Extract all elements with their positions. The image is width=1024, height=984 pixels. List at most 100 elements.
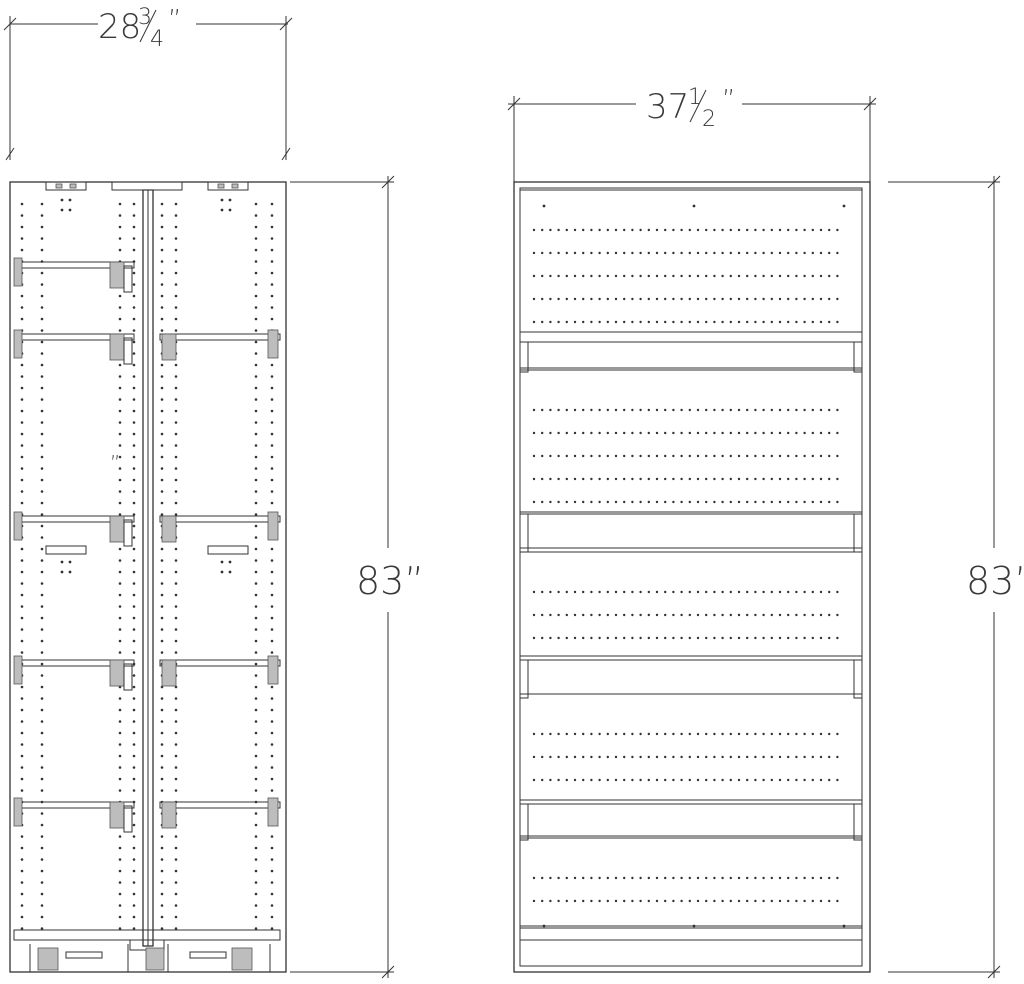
panel-hole: [836, 876, 839, 880]
hole-dot: [68, 560, 72, 564]
panel-hole: [647, 431, 650, 435]
panel-hole: [811, 274, 814, 278]
hole-dot: [270, 317, 274, 321]
panel-hole: [606, 876, 609, 880]
panel-hole: [582, 251, 585, 255]
panel-hole: [721, 408, 724, 412]
hole-dot: [132, 536, 136, 539]
panel-hole: [787, 899, 790, 903]
panel-hole: [647, 613, 650, 617]
hole-dot: [174, 478, 178, 482]
panel-hole: [737, 274, 741, 278]
hole-dot: [118, 202, 122, 206]
rail-bracket: [853, 659, 863, 699]
panel-hole: [778, 590, 782, 594]
panel-hole: [819, 431, 823, 435]
panel-hole: [721, 636, 724, 640]
panel-hole: [655, 500, 659, 504]
hole-dot: [20, 559, 24, 562]
hole-dot: [20, 731, 24, 735]
hole-dot: [40, 329, 44, 332]
panel-hole: [705, 899, 708, 903]
panel-hole: [532, 431, 536, 435]
panel-hole: [672, 431, 675, 435]
panel-hole: [647, 274, 650, 278]
hole-dot: [118, 927, 122, 930]
panel-hole: [729, 778, 732, 782]
panel-hole: [557, 228, 560, 232]
panel-hole: [787, 477, 790, 481]
panel-hole: [639, 636, 642, 640]
hole-dot: [270, 593, 274, 597]
panel-hole: [803, 274, 806, 278]
panel-hole: [696, 320, 700, 324]
panel-hole: [557, 320, 560, 324]
panel-hole: [532, 228, 536, 232]
panel-hole: [688, 431, 691, 435]
hole-dot: [174, 708, 178, 712]
hole-dot: [132, 283, 136, 286]
hole-dot: [254, 835, 258, 838]
panel-hole: [680, 590, 683, 594]
panel-hole: [606, 320, 609, 324]
hole-dot: [118, 375, 122, 378]
panel-hole: [582, 320, 585, 324]
panel-hole: [639, 613, 642, 617]
shelf-bracket: [109, 801, 125, 829]
panel-hole: [541, 408, 544, 412]
hole-dot: [174, 271, 178, 275]
panel-hole: [746, 297, 749, 301]
hole-dot: [270, 616, 274, 620]
hole-dot: [132, 869, 136, 873]
panel-hole: [598, 431, 601, 435]
panel-hole: [737, 297, 741, 301]
panel-hole: [549, 274, 552, 278]
panel-hole: [762, 590, 765, 594]
panel-hole: [532, 613, 536, 617]
panel-hole: [647, 590, 650, 594]
panel-hole: [549, 408, 552, 412]
panel-hole: [680, 613, 683, 617]
hole-dot: [254, 685, 258, 689]
panel-hole: [705, 876, 708, 880]
hole-dot: [254, 559, 258, 562]
hole-dot: [132, 306, 136, 309]
hole-dot: [40, 306, 44, 309]
hole-dot: [20, 904, 24, 907]
hole-dot: [254, 605, 258, 608]
panel-hole: [565, 228, 568, 232]
hole-dot: [228, 208, 232, 212]
panel-hole: [623, 228, 626, 232]
panel-hole: [778, 500, 782, 504]
hole-dot: [40, 398, 44, 401]
hole-dot: [270, 386, 274, 390]
panel-hole: [590, 297, 593, 301]
hole-dot: [160, 237, 164, 240]
panel-hole: [573, 732, 577, 736]
panel-hole: [623, 320, 626, 324]
hole-dot: [174, 386, 178, 390]
hole-dot: [40, 743, 44, 746]
hole-dot: [68, 198, 72, 202]
panel-hole: [705, 251, 708, 255]
hole-dot: [132, 881, 136, 884]
hole-dot: [20, 777, 24, 781]
panel-hole: [664, 899, 667, 903]
panel-hole: [680, 408, 683, 412]
panel-hole: [795, 431, 798, 435]
hole-dot: [132, 444, 136, 447]
hole-dot: [160, 260, 164, 263]
hole-dot: [254, 593, 258, 597]
panel-hole: [795, 477, 798, 481]
hole-dot: [270, 789, 274, 792]
panel-hole: [655, 636, 659, 640]
hole-dot: [132, 547, 136, 551]
panel-hole: [819, 876, 823, 880]
panel-hole: [803, 613, 806, 617]
hole-dot: [118, 639, 122, 643]
panel-hole: [811, 320, 814, 324]
panel-hole: [664, 431, 667, 435]
panel-hole: [623, 755, 626, 759]
hole-dot: [132, 651, 136, 654]
panel-hole: [746, 500, 749, 504]
